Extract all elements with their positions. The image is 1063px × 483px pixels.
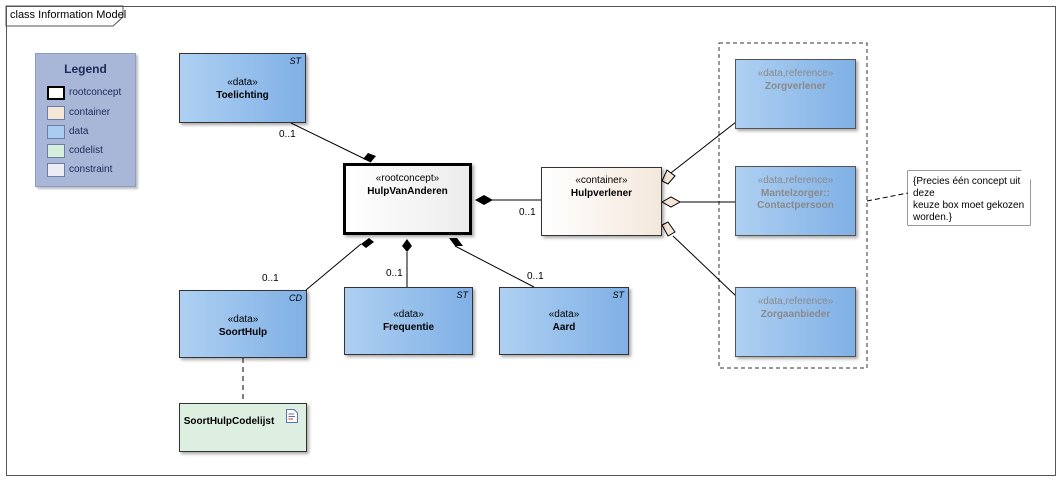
class-hulpverlener[interactable]: «container» Hulpverlener: [541, 167, 662, 236]
class-soorthulp[interactable]: CD «data» SoortHulp: [179, 290, 307, 358]
class-mantelzorger-contactpersoon[interactable]: «data,reference» Mantelzorger:: Contactp…: [735, 166, 856, 236]
class-tag: ST: [289, 56, 301, 66]
legend-swatch-rootconcept: [47, 86, 65, 100]
multiplicity-soorthulp: 0..1: [262, 273, 279, 284]
legend-swatch-constraint: [47, 163, 65, 177]
class-tag: ST: [456, 290, 468, 300]
diamond-soorthulp: [361, 238, 374, 248]
class-toelichting[interactable]: ST «data» Toelichting: [179, 53, 306, 123]
multiplicity-toelichting: 0..1: [279, 129, 296, 140]
legend-label: codelist: [69, 145, 103, 156]
class-stereotype: «rootconcept»: [375, 173, 440, 184]
assoc-aard: [454, 245, 535, 288]
diamond-zorgaanbieder: [661, 221, 676, 237]
class-name: Toelichting: [216, 90, 269, 101]
diagram-title: class Information Model: [10, 9, 127, 21]
class-zorgverlener[interactable]: «data,reference» Zorgverlener: [735, 59, 856, 129]
constraint-note[interactable]: {Precies één concept uit deze keuze box …: [908, 171, 1030, 225]
legend-swatch-data: [47, 125, 65, 139]
agg-zorgverlener: [666, 121, 737, 177]
codelist-document-icon: [286, 409, 298, 423]
class-soorthulpcodelijst[interactable]: SoortHulpCodelijst: [179, 403, 307, 452]
class-aard[interactable]: ST «data» Aard: [499, 287, 629, 355]
diamond-aard: [449, 238, 463, 246]
class-name: Frequentie: [382, 322, 435, 333]
note-connector: [866, 192, 909, 202]
class-name: HulpVanAnderen: [367, 186, 448, 197]
class-stereotype: «data»: [548, 309, 580, 320]
class-tag: CD: [289, 293, 302, 303]
class-stereotype: «data,reference»: [757, 68, 834, 79]
legend-label: rootconcept: [69, 87, 122, 98]
class-name: SoortHulp: [218, 327, 268, 338]
class-stereotype: «data,reference»: [757, 175, 834, 186]
diamond-toelichting: [363, 153, 376, 162]
legend-label: container: [69, 107, 111, 118]
diamond-frequentie: [402, 239, 412, 252]
legend-swatch-container: [47, 106, 65, 120]
multiplicity-aard: 0..1: [527, 271, 544, 282]
diagram-frame: [6, 6, 1056, 476]
assoc-soorthulp: [305, 243, 362, 291]
multiplicity-frequentie: 0..1: [386, 268, 403, 279]
legend-title: Legend: [64, 62, 107, 76]
class-zorgaanbieder[interactable]: «data,reference» Zorgaanbieder: [735, 287, 856, 357]
class-stereotype: «container»: [575, 175, 628, 186]
choice-group-box: [718, 42, 868, 369]
legend-swatch-codelist: [47, 144, 65, 158]
class-stereotype: «data»: [393, 309, 424, 320]
diamond-hulpverlener: [475, 195, 493, 205]
legend: Legend rootconcept container data codeli…: [35, 53, 136, 187]
class-name-line2: Contactpersoon: [757, 200, 834, 211]
class-stereotype: «data»: [227, 314, 259, 325]
class-name: SoortHulpCodelijst: [183, 416, 275, 427]
diamond-mantelzorger: [660, 196, 682, 208]
constraint-note-text: {Precies één concept uit deze keuze box …: [913, 176, 1025, 223]
legend-label: data: [69, 126, 89, 137]
class-tag: ST: [612, 290, 624, 300]
assoc-toelichting: [290, 122, 372, 163]
class-name: Zorgaanbieder: [760, 309, 831, 320]
class-stereotype: «data»: [227, 77, 258, 88]
class-hulpvananderen[interactable]: «rootconcept» HulpVanAnderen: [343, 163, 472, 235]
class-name: Hulpverlener: [570, 188, 633, 199]
class-stereotype: «data,reference»: [757, 296, 834, 307]
diamond-zorgverlener: [661, 169, 676, 185]
class-name: Mantelzorger::: [761, 188, 830, 199]
class-name: Zorgverlener: [764, 81, 827, 92]
agg-zorgaanbieder: [672, 235, 737, 297]
class-frequentie[interactable]: ST «data» Frequentie: [344, 287, 473, 355]
legend-label: constraint: [69, 164, 113, 175]
multiplicity-hulpverlener: 0..1: [519, 207, 536, 218]
class-name: Aard: [552, 322, 576, 333]
